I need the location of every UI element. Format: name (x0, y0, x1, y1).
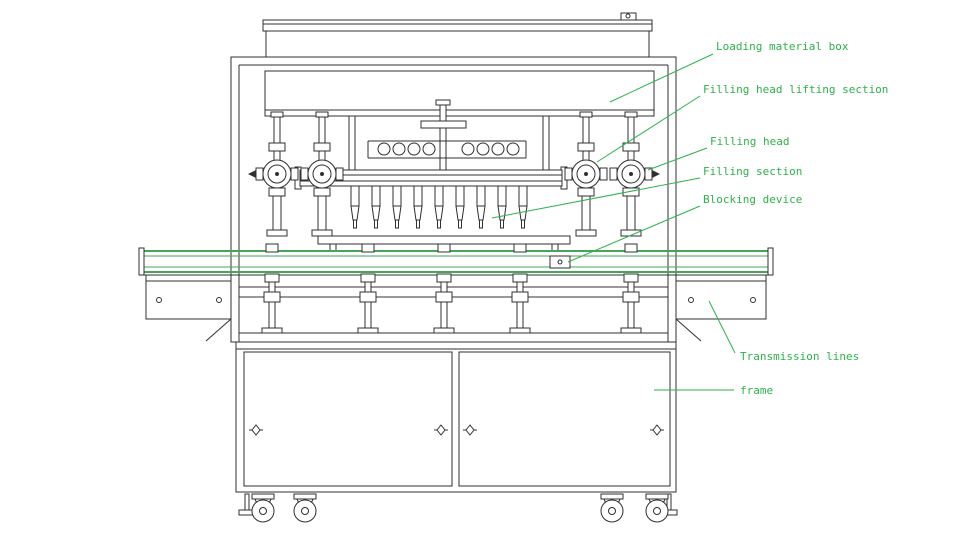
frame-cabinet (235, 341, 677, 493)
conveyor-end-left (138, 247, 145, 276)
cabinet-door-left (243, 351, 453, 487)
leader-line-filling-head-lifting-section (596, 95, 701, 163)
leader-line-filling-head (647, 147, 708, 171)
label-transmission-lines: Transmission lines (740, 350, 859, 363)
filling-head-assembly (255, 111, 299, 237)
lid-cap (620, 12, 637, 21)
filling-head-assembly (300, 111, 344, 237)
filling-nozzle (497, 185, 507, 229)
label-filling-head: Filling head (710, 135, 789, 148)
caster-wheel (251, 493, 275, 523)
support-rod-left (348, 115, 356, 171)
leader-line-blocking-device (567, 205, 701, 263)
left-pointer (248, 170, 256, 178)
filling-head-assembly (564, 111, 608, 237)
side-wing-left (145, 274, 232, 342)
label-filling-head-lifting-section: Filling head lifting section (703, 83, 888, 96)
guide-post (357, 243, 379, 334)
filling-nozzles (350, 185, 528, 229)
filling-nozzle (476, 185, 486, 229)
leader-lines (491, 53, 736, 391)
loading-material-box (264, 70, 655, 112)
filling-nozzle (413, 185, 423, 229)
caster-wheel (645, 493, 669, 523)
right-pointer (652, 170, 660, 178)
label-frame: frame (740, 384, 773, 397)
leader-line-loading-material-box (609, 53, 714, 103)
enclosure-frame (230, 56, 677, 343)
label-filling-section: Filling section (703, 165, 802, 178)
filling-head-lifting-mechanism (420, 99, 467, 171)
guide-post (509, 243, 531, 334)
filling-nozzle (455, 185, 465, 229)
filling-nozzle (434, 185, 444, 229)
guide-post (620, 243, 642, 334)
top-lid (262, 12, 653, 57)
base-casters (238, 493, 678, 523)
filling-nozzle (371, 185, 381, 229)
guide-post (433, 243, 455, 334)
leader-line-transmission-lines (708, 300, 736, 354)
filling-nozzle (392, 185, 402, 229)
side-wing-right (675, 274, 767, 342)
support-rod-right (542, 115, 550, 171)
filling-nozzle (518, 185, 528, 229)
top-rail (264, 109, 655, 117)
conveyor-end-right (767, 247, 774, 276)
valve-row (367, 140, 527, 159)
leader-line-filling-section (491, 177, 701, 219)
conveyor (138, 247, 774, 276)
annotation-labels: Loading material box Filling head liftin… (703, 40, 888, 397)
bottle-guide-rails (239, 286, 668, 334)
filling-nozzle (350, 185, 360, 229)
guide-posts (261, 243, 642, 334)
blocking-device (549, 255, 571, 269)
label-blocking-device: Blocking device (703, 193, 802, 206)
caster-wheel (293, 493, 317, 523)
filling-head-group (248, 111, 660, 237)
caster-wheel (600, 493, 624, 523)
cabinet-door-right (458, 351, 671, 487)
guide-post (261, 243, 283, 334)
label-loading-material-box: Loading material box (716, 40, 849, 53)
